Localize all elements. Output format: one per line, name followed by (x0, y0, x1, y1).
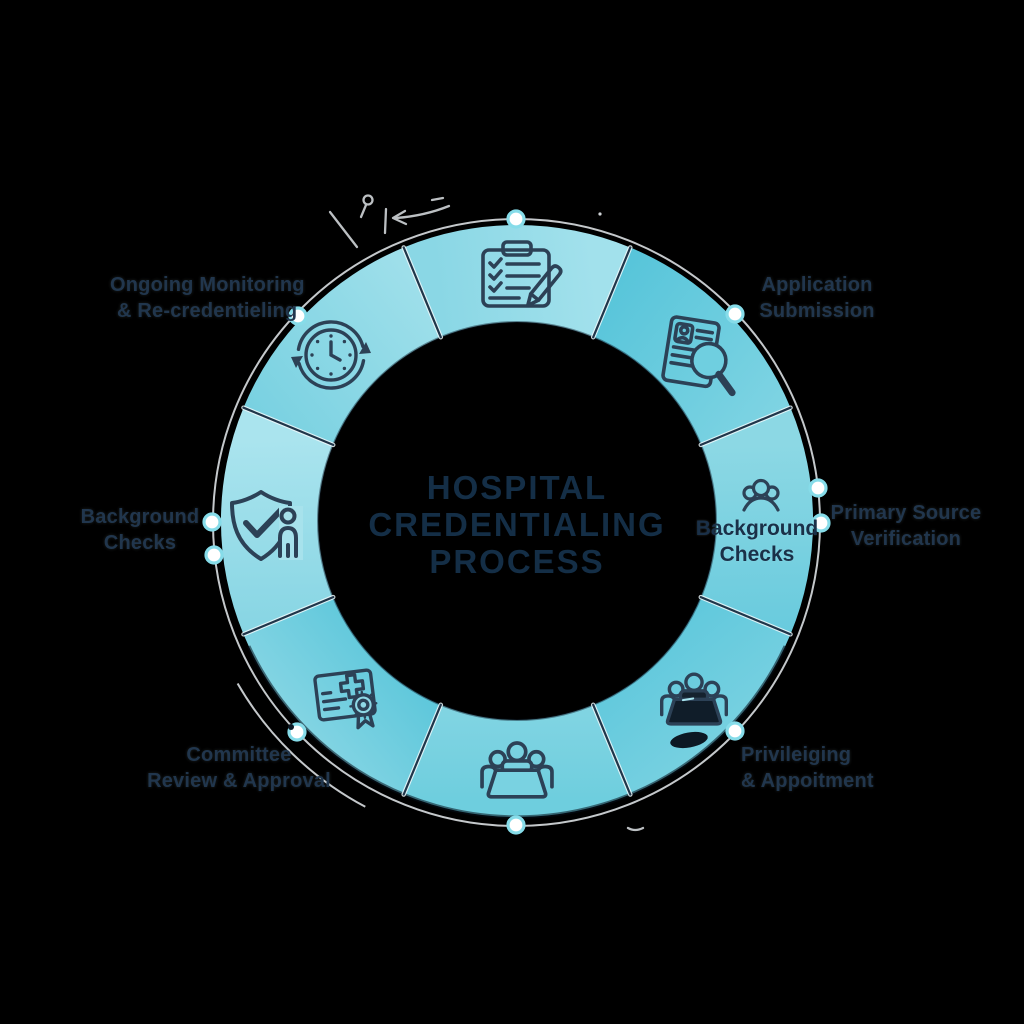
shield-check-person-icon (230, 490, 303, 561)
ring-marker (725, 721, 745, 741)
segment-application-start (403, 224, 631, 338)
meeting-table-icon (480, 741, 554, 799)
segment-background-checks-right (700, 407, 814, 635)
people-group-icon (742, 478, 780, 512)
ring-marker (811, 513, 831, 533)
title-line-3: PROCESS (429, 543, 605, 580)
sketch-tick-line (383, 207, 388, 235)
sketch-arrow-head (391, 209, 408, 226)
sketch-dash-bottom (626, 826, 645, 832)
segment-ongoing-monitoring (243, 247, 441, 445)
segment-committee-review (243, 597, 441, 795)
ring-marker (288, 306, 308, 326)
label-committee-review-approval: Committee Review & Approval (147, 744, 331, 792)
label-background-checks-left: Background Checks (80, 506, 200, 554)
resume-search-icon (661, 315, 736, 397)
title-line-1: HOSPITAL (426, 469, 608, 506)
clock-refresh-icon (291, 320, 371, 390)
title-line-2: CREDENTIALING (368, 506, 666, 543)
label-ongoing-monitoring: Ongoing Monitoring & Re-credentieling (110, 274, 305, 322)
ring-markers (202, 209, 831, 835)
page-title: HOSPITAL CREDENTIALING PROCESS (368, 469, 665, 580)
ring-marker (202, 512, 222, 532)
ring-marker (204, 545, 224, 565)
sketch-pin-stem (359, 203, 368, 219)
clipboard-checklist-pen-icon (481, 240, 563, 308)
label-application-submission: Application Submission (759, 274, 875, 322)
label-primary-source-verification: Primary Source Verification (830, 502, 982, 550)
label-privileging-appointment: Privileiging & Appoitment (741, 744, 874, 792)
sketch-dot (598, 212, 602, 216)
segment-application-submission (593, 247, 791, 445)
ink-dot (288, 724, 294, 730)
medical-certificate-award-icon (313, 668, 378, 730)
ring-marker (808, 478, 828, 498)
sketch-dash-top (430, 196, 445, 202)
meeting-table-filled-icon (659, 672, 729, 726)
sketch-artifacts (328, 194, 645, 832)
ring-marker (506, 209, 526, 229)
ink-blob (670, 731, 708, 749)
sketch-arrow-shaft (394, 204, 451, 220)
sketch-pin-circle (362, 194, 374, 206)
ring-marker (725, 304, 745, 324)
sketch-diagonal-line (328, 210, 359, 249)
label-background-checks-inner: Background Checks (695, 517, 819, 566)
segment-background-checks-left (220, 407, 334, 635)
ring-marker (506, 815, 526, 835)
segment-dividers (241, 245, 793, 797)
ink-smudges (288, 724, 708, 749)
